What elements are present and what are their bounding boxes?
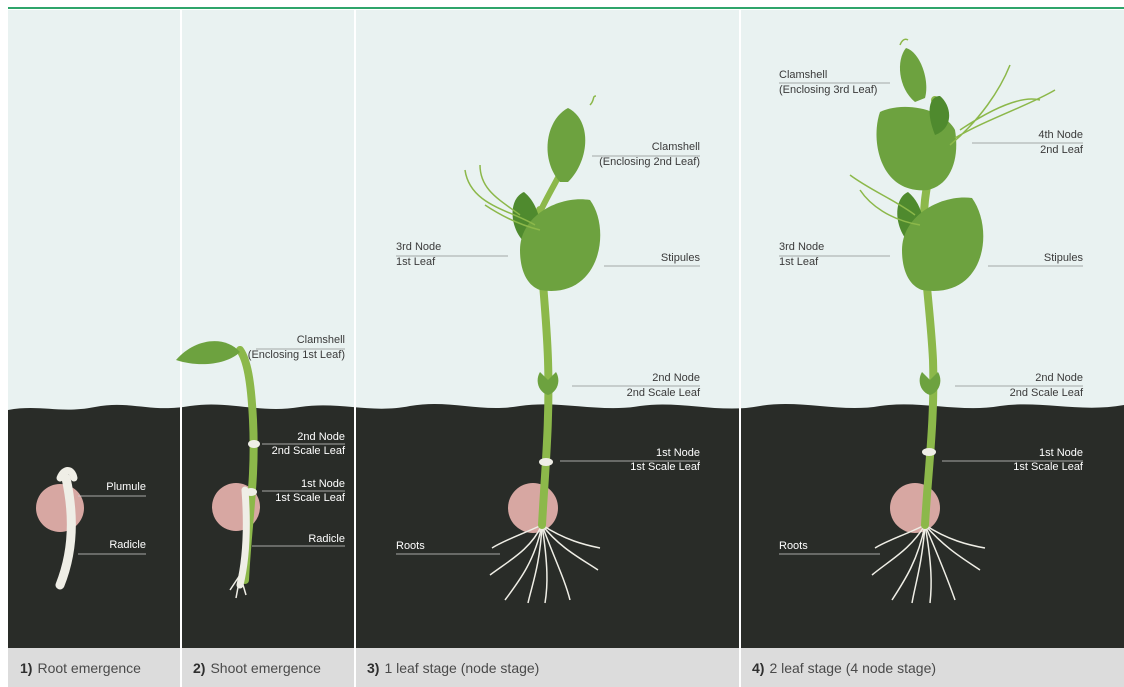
soil xyxy=(8,404,1124,648)
seed xyxy=(508,483,558,533)
label-stipules: Stipules xyxy=(661,252,701,264)
seed xyxy=(890,483,940,533)
label-stipules: Stipules xyxy=(1044,252,1084,264)
label-radicle: Radicle xyxy=(308,533,345,545)
seed xyxy=(36,484,84,532)
caption-panel-1: 1)Root emergence xyxy=(20,660,141,676)
caption-panel-2: 2)Shoot emergence xyxy=(193,660,321,676)
caption-panel-3: 3)1 leaf stage (node stage) xyxy=(367,660,539,676)
node-1 xyxy=(245,488,257,496)
node-2 xyxy=(248,440,260,448)
top-rule xyxy=(8,7,1124,9)
label-roots: Roots xyxy=(779,540,808,552)
node-1 xyxy=(922,448,936,456)
label-plumule: Plumule xyxy=(106,481,146,493)
label-radicle: Radicle xyxy=(109,539,146,551)
node-1 xyxy=(539,458,553,466)
caption-bar xyxy=(8,648,1124,687)
label-roots: Roots xyxy=(396,540,425,552)
caption-panel-4: 4)2 leaf stage (4 node stage) xyxy=(752,660,936,676)
